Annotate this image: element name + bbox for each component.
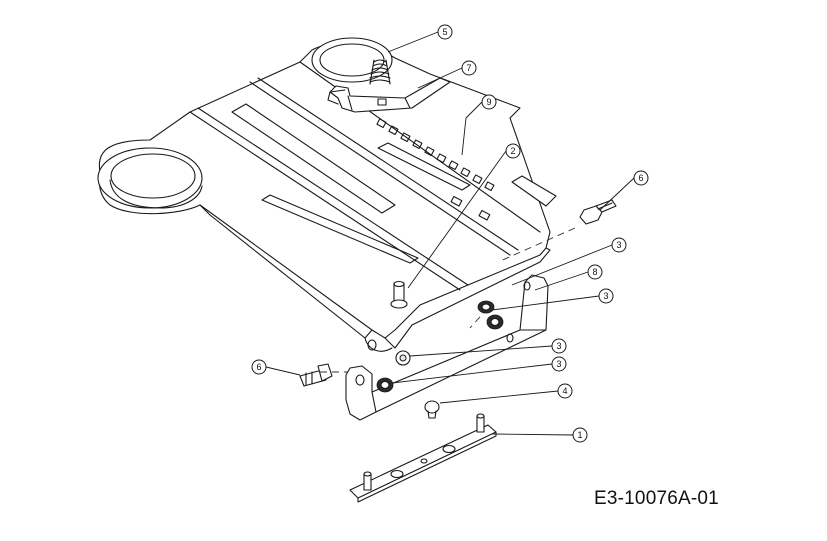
- callout-3-top-label: 3: [616, 240, 621, 250]
- lock-nut-left: [376, 377, 394, 393]
- callout-8: 8: [587, 264, 603, 280]
- callout-6-right: 6: [633, 170, 649, 186]
- adjuster-lever-bracket: [327, 77, 451, 113]
- adjustment-notches: [376, 118, 495, 221]
- slide-rail-plate: [349, 413, 497, 503]
- callout-leaders: [265, 31, 635, 436]
- callout-8-label: 8: [592, 267, 597, 277]
- lock-nut-right: [486, 314, 504, 330]
- callout-1: 1: [572, 427, 588, 443]
- callout-4-label: 4: [562, 386, 567, 396]
- callout-3-nut: 3: [551, 356, 567, 372]
- callout-3-nut-label: 3: [556, 359, 561, 369]
- callout-3-top: 3: [611, 237, 627, 253]
- spring: [369, 59, 391, 85]
- callout-3-right-label: 3: [603, 291, 608, 301]
- callout-2-label: 2: [510, 146, 515, 156]
- bolt-left: [299, 363, 333, 387]
- callout-5-label: 5: [442, 27, 447, 37]
- bolt-right: [579, 199, 617, 225]
- callout-9: 9: [481, 94, 497, 110]
- drawing-reference-code: E3-10076A-01: [594, 488, 719, 509]
- seat-pan-plate: [97, 37, 557, 352]
- callout-3-washer: 3: [551, 338, 567, 354]
- callout-3-washer-label: 3: [556, 341, 561, 351]
- callout-4: 4: [557, 383, 573, 399]
- lock-nut-upper-right: [477, 300, 495, 314]
- callout-6-right-label: 6: [638, 173, 643, 183]
- side-bracket: [345, 274, 549, 421]
- callout-6-left-label: 6: [256, 362, 261, 372]
- flat-washer-left: [395, 350, 411, 366]
- callout-5: 5: [437, 24, 453, 40]
- callout-3-right: 3: [598, 288, 614, 304]
- cap-plug: [424, 400, 440, 419]
- callout-6-left: 6: [251, 359, 267, 375]
- callout-9-label: 9: [486, 97, 491, 107]
- callout-7-label: 7: [466, 63, 471, 73]
- callout-2: 2: [505, 143, 521, 159]
- callout-7: 7: [461, 60, 477, 76]
- callout-1-label: 1: [577, 430, 582, 440]
- pivot-pin: [390, 280, 408, 309]
